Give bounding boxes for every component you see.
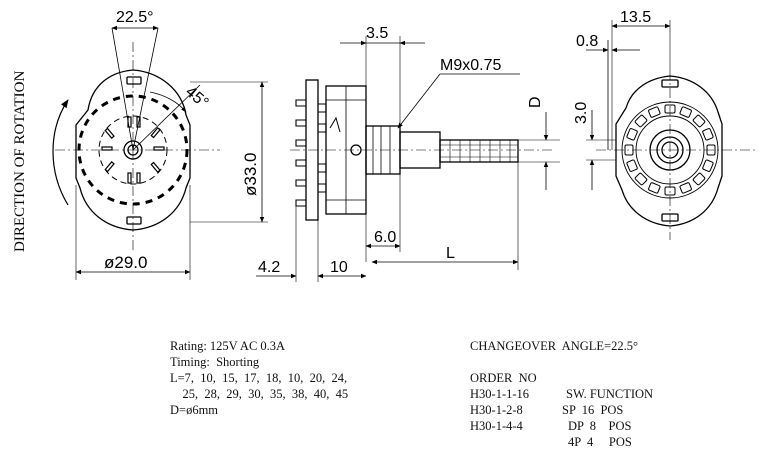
dim-l-label: L	[446, 245, 455, 262]
changeover-text: CHANGEOVER ANGLE=22.5°	[470, 339, 638, 353]
terminal-slot	[648, 106, 661, 118]
terminal-slot	[626, 128, 638, 141]
terminal-slot	[624, 144, 634, 156]
terminal-slot	[679, 182, 692, 194]
technical-drawing: 22.5° 45° DIRECTION OF ROTATION ø33.0 ø2…	[12, 9, 755, 282]
terminal-slot	[626, 159, 638, 172]
terminal-slot	[634, 114, 648, 128]
terminal-slot	[692, 114, 706, 128]
dim-0-8-label: 0.8	[576, 33, 598, 50]
dim-10-label: 10	[330, 259, 348, 276]
dim-3-5-label: 3.5	[366, 25, 388, 42]
terminal-slot	[664, 104, 676, 114]
dim-4-2-label: 4.2	[258, 259, 280, 276]
row-function: 4P 4 POS	[568, 435, 632, 449]
shaft-diameter-text: D=ø6mm	[170, 403, 219, 417]
dim-d-label: D	[527, 96, 544, 108]
row-order: H30-1-1-16	[470, 387, 530, 401]
table-row: H30-1-4-4 4P 4 POS	[470, 402, 750, 449]
rotation-label: DIRECTION OF ROTATION	[12, 71, 28, 252]
front-view	[52, 25, 268, 280]
terminal-slot	[692, 172, 706, 186]
terminal-slot	[648, 182, 661, 194]
order-table: CHANGEOVER ANGLE=22.5° ORDER NO SW. FUNC…	[470, 338, 750, 449]
row-order: H30-1-2-8	[470, 403, 523, 417]
row-function: SP 16 POS	[562, 403, 624, 417]
table-header: ORDER NO SW. FUNCTION	[470, 354, 750, 401]
rear-view	[586, 20, 755, 240]
lengths-line-1: L=7, 10, 15, 17, 18, 10, 20, 24,	[170, 371, 348, 385]
dia-33-label: ø33.0	[241, 153, 260, 196]
thread-label: M9x0.75	[440, 57, 501, 74]
terminal-slot	[702, 159, 714, 172]
dia-29-label: ø29.0	[104, 253, 147, 272]
lengths-line-2: 25, 28, 29, 30, 35, 38, 40, 45	[170, 387, 349, 401]
angle-22-5-label: 22.5°	[116, 9, 154, 26]
timing-text: Timing: Shorting	[170, 355, 260, 369]
terminal-slot	[706, 144, 716, 156]
side-view	[256, 36, 560, 282]
terminal-slot	[664, 186, 676, 196]
header-order: ORDER NO	[470, 371, 537, 385]
row-order: H30-1-4-4	[470, 419, 523, 433]
dim-13-5-label: 13.5	[620, 9, 651, 26]
terminal-slot	[702, 128, 714, 141]
row-function: DP 8 POS	[568, 419, 632, 433]
terminal-slot	[634, 172, 648, 186]
specs-block: Rating: 125V AC 0.3A Timing: Shorting L=…	[170, 338, 348, 418]
dim-6-0-label: 6.0	[374, 229, 396, 246]
table-row: H30-1-2-8 DP 8 POS	[470, 386, 750, 433]
header-function: SW. FUNCTION	[566, 387, 654, 401]
terminal-slot	[679, 106, 692, 118]
angle-45-label: 45°	[182, 83, 211, 112]
table-row: H30-1-1-16 SP 16 POS	[470, 370, 750, 417]
dim-3-0-label: 3.0	[573, 102, 590, 124]
rating-text: Rating: 125V AC 0.3A	[170, 339, 286, 353]
